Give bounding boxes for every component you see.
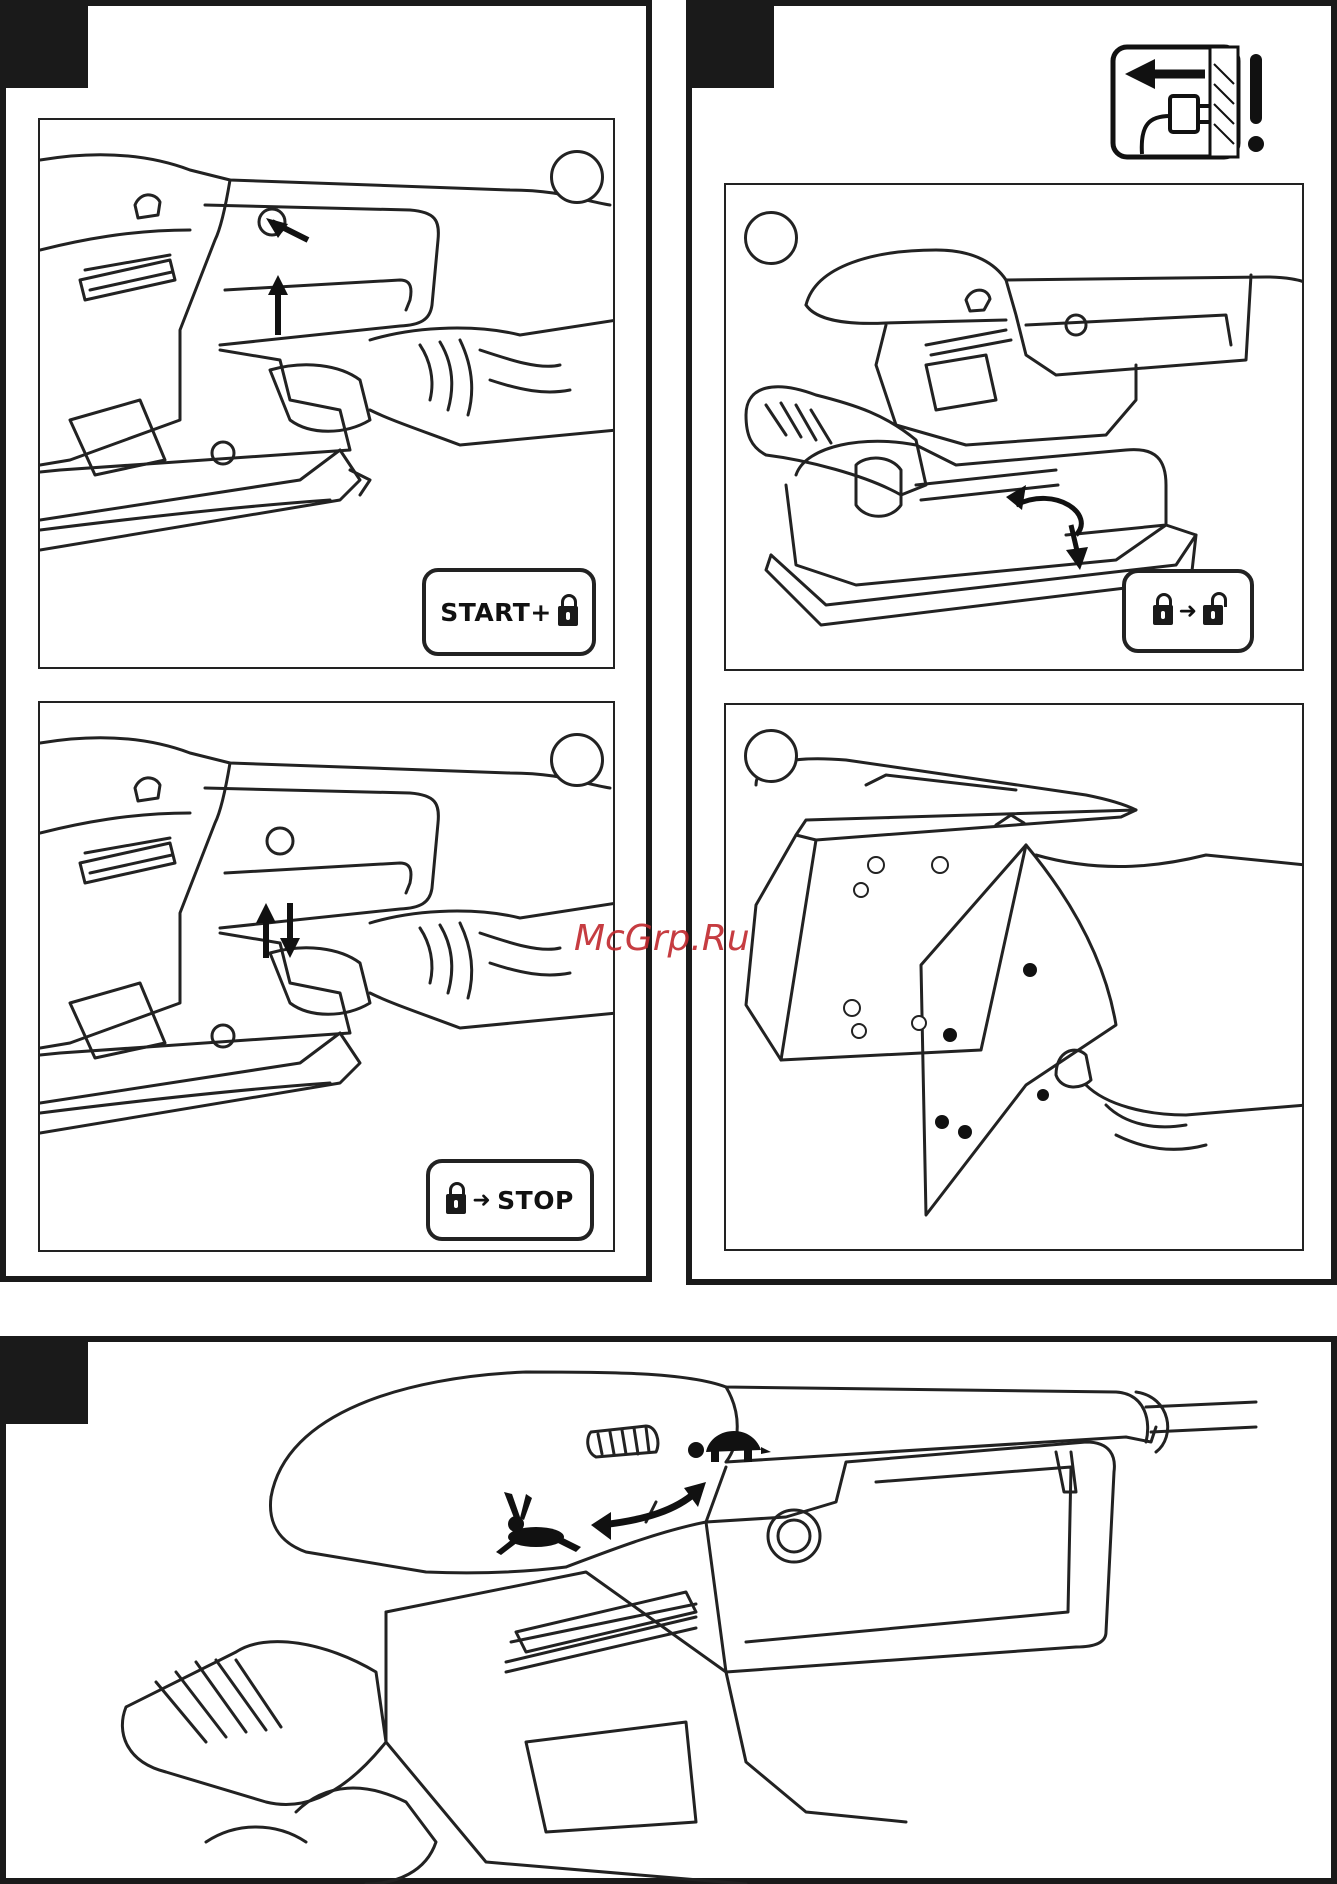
arrow-right-icon <box>684 1482 706 1507</box>
arrow-left-icon <box>591 1512 611 1540</box>
sanding-sheet-drawing <box>726 705 1304 1251</box>
padlock-closed-icon <box>446 1194 466 1214</box>
illustration-release-plate: ➜ <box>724 183 1304 671</box>
step-marker <box>744 729 798 783</box>
illustration-switch-off: ➜ STOP <box>38 701 615 1252</box>
panel-tab <box>6 6 88 88</box>
stop-label: STOP <box>497 1186 574 1215</box>
unplug-warning-icon <box>1110 44 1265 164</box>
padlock-closed-icon <box>1153 605 1173 625</box>
arrow-right-icon: ➜ <box>1179 599 1198 624</box>
illustration-sanding-sheet <box>724 703 1304 1251</box>
step-marker <box>744 211 798 265</box>
panel-bottom <box>0 1336 1337 1884</box>
padlock-open-icon <box>1203 605 1223 625</box>
lock-unlock-badge: ➜ <box>1122 569 1254 653</box>
illustration-switch-on: START+ <box>38 118 615 669</box>
panel-tab <box>692 6 774 88</box>
hare-icon <box>496 1492 581 1555</box>
panel-top-left: START+ <box>0 0 652 1282</box>
start-label: START+ <box>440 598 552 627</box>
start-lock-badge: START+ <box>422 568 596 656</box>
panel-top-right: ➜ <box>686 0 1337 1285</box>
watermark: McGrp.Ru <box>574 918 750 959</box>
step-marker <box>550 150 604 204</box>
sander-speed-drawing <box>6 1342 1331 1884</box>
unlock-stop-badge: ➜ STOP <box>426 1159 594 1241</box>
step-marker <box>550 733 604 787</box>
padlock-closed-icon <box>558 606 578 626</box>
arrow-right-icon: ➜ <box>472 1188 491 1213</box>
